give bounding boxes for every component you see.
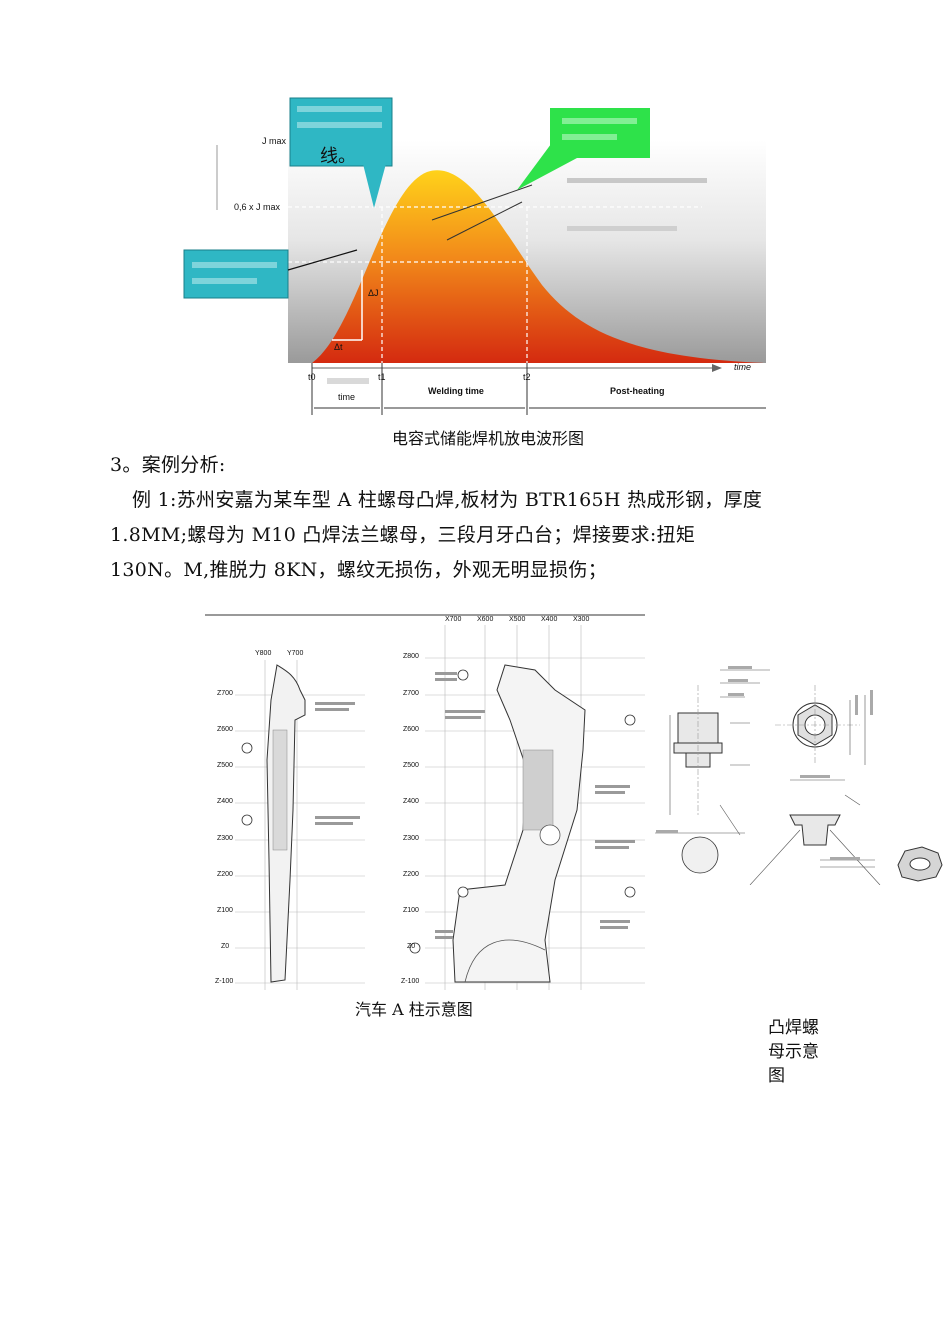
x-label-2: X500 [509, 616, 526, 623]
figure3-caption: 凸焊螺 母示意 图 [768, 1016, 828, 1088]
paragraph-line-3: 130N。M,推脱力 8KN，螺纹无损伤，外观无明显损伤； [110, 559, 608, 581]
discharge-waveform-figure: 线。 J max 0,6 x J max ΔJ Δt time t0 t1 t2… [182, 90, 772, 425]
ymark-label: 0,6 x J max [234, 202, 281, 212]
tick-t1: t1 [378, 372, 386, 382]
a-pillar-drawing: Y800 Y700 Z700 Z600 Z500 Z400 Z300 Z200 … [205, 610, 645, 995]
a-pillar-svg [205, 614, 645, 990]
figure1-caption: 电容式储能焊机放电波形图 [392, 429, 585, 448]
z-left-8: Z-100 [215, 978, 234, 985]
z-right-4: Z400 [403, 798, 419, 805]
tick-t2: t2 [523, 372, 531, 382]
figure2-caption: 汽车 A 柱示意图 [355, 1000, 473, 1019]
z-right-3: Z500 [403, 762, 419, 769]
x-label-3: X400 [541, 616, 558, 623]
y-label-800: Y800 [255, 650, 272, 657]
z-right-0: Z800 [403, 653, 419, 660]
discharge-curve [312, 170, 766, 363]
z-right-7: Z100 [403, 907, 419, 914]
z-left-6: Z100 [217, 907, 233, 914]
z-right-5: Z300 [403, 835, 419, 842]
waveform-svg [183, 97, 766, 415]
phase-postheating: Post-heating [610, 386, 665, 396]
callout-text: 线。 [320, 146, 356, 167]
tick-t0: t0 [308, 372, 316, 382]
z-right-1: Z700 [403, 690, 419, 697]
phase-welding: Welding time [428, 386, 484, 396]
x-axis-label: time [734, 362, 752, 372]
figure3-caption-line1: 凸焊螺 [768, 1018, 819, 1038]
nut-3d-icon [897, 846, 943, 882]
z-right-9: Z-100 [401, 978, 420, 985]
paragraph-line-2: 1.8MM;螺母为 M10 凸焊法兰螺母，三段月牙凸台；焊接要求:扭矩 [110, 524, 696, 546]
z-left-7: Z0 [221, 943, 230, 950]
y-label-700: Y700 [287, 650, 304, 657]
figure3-caption-line2: 母示意 [768, 1042, 819, 1062]
z-right-6: Z200 [403, 871, 419, 878]
z-left-0: Z700 [217, 690, 233, 697]
x-label-0: X700 [445, 616, 462, 623]
callout-green [550, 108, 650, 158]
z-left-4: Z300 [217, 835, 233, 842]
jmax-label: J max [262, 136, 287, 146]
section-heading: 3。案例分析: [110, 454, 226, 476]
phase-time: time [338, 392, 356, 402]
z-left-3: Z400 [217, 798, 233, 805]
z-left-5: Z200 [217, 871, 233, 878]
x-label-4: X300 [573, 616, 590, 623]
delta-t-label: Δt [334, 342, 343, 352]
delta-j-label: ΔJ [368, 288, 379, 298]
z-left-1: Z600 [217, 726, 233, 733]
paragraph-line-1: 例 1:苏州安嘉为某车型 A 柱螺母凸焊,板材为 BTR165H 热成形钢，厚度 [132, 489, 763, 511]
weld-nut-svg [655, 666, 943, 886]
weld-nut-drawing [650, 655, 950, 886]
z-right-2: Z600 [403, 726, 419, 733]
z-left-2: Z500 [217, 762, 233, 769]
figure3-caption-line3: 图 [768, 1066, 785, 1086]
z-right-8: Z0 [407, 943, 416, 950]
callout-teal-left [183, 249, 289, 299]
x-label-1: X600 [477, 616, 494, 623]
